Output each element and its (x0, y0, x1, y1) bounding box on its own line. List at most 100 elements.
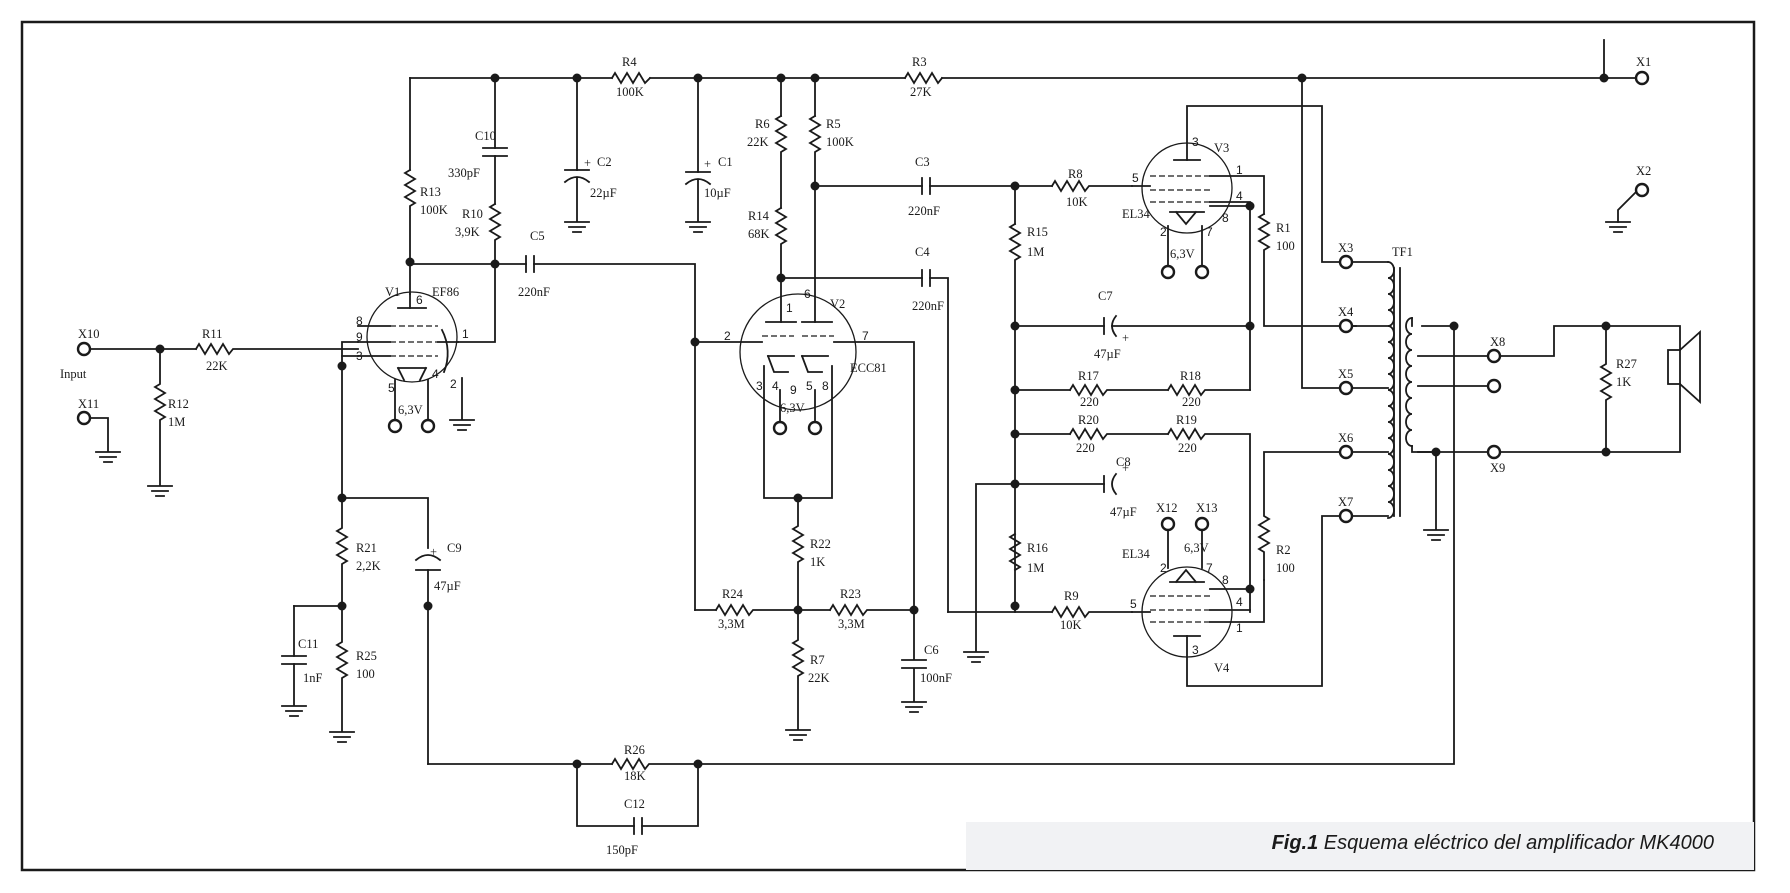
r14-label: R14 (748, 209, 770, 223)
r5-label: R5 (826, 117, 841, 131)
c2-label: C2 (597, 155, 612, 169)
c8-label: C8 (1116, 455, 1131, 469)
v2-pin4: 4 (772, 379, 779, 393)
v2-pin5: 5 (806, 379, 813, 393)
terminal-x3 (1338, 254, 1354, 270)
v4-pin3: 3 (1192, 643, 1199, 657)
capacitor-c7: C7 47µF + (1094, 289, 1129, 361)
capacitor-c11: C11 1nF (281, 637, 323, 685)
r7-label: R7 (810, 653, 825, 667)
v1-pin6: 6 (416, 293, 423, 307)
resistor-r26: R26 18K (610, 323, 1455, 783)
r11-value: 22K (206, 359, 228, 373)
c6-value: 100nF (920, 671, 952, 685)
r10-label: R10 (462, 207, 483, 221)
capacitor-c5: C5 220nF (518, 229, 550, 299)
resistor-r9: R9 10K (1050, 589, 1133, 632)
terminal-x1 (1634, 70, 1650, 86)
frame-border (20, 20, 1756, 872)
resistor-r4: R4 100K (610, 55, 652, 99)
r6-label: R6 (755, 117, 770, 131)
v3-pin2: 2 (1160, 225, 1167, 239)
r19-label: R19 (1176, 413, 1197, 427)
r3-value: 27K (910, 85, 932, 99)
tube-v2-ecc81: 2 7 1 6 3 4 9 5 8 V2 ECC81 6,3V (693, 287, 915, 611)
x9-label: X9 (1490, 461, 1505, 475)
c10-value: 330pF (448, 166, 480, 180)
v1-pin2: 2 (450, 377, 457, 391)
r6-value: 22K (747, 135, 769, 149)
r14-value: 68K (748, 227, 770, 241)
v2-heater: 6,3V (780, 401, 805, 415)
x3-label: X3 (1338, 241, 1353, 255)
c8-value: 47µF (1110, 505, 1137, 519)
resistor-r5: R5 100K (808, 114, 854, 187)
resistor-r8: R8 10K (1050, 167, 1133, 209)
x8-label: X8 (1490, 335, 1505, 349)
r18-label: R18 (1180, 369, 1201, 383)
terminals-x3-x7: X3 X4 X5 X6 X7 (1338, 241, 1354, 524)
c12-label: C12 (624, 797, 645, 811)
v2-pin7: 7 (862, 329, 869, 343)
capacitor-c2: + C2 22µF (563, 155, 617, 200)
c7-label: C7 (1098, 289, 1113, 303)
input-label: Input (60, 367, 87, 381)
v3-pin3: 3 (1192, 135, 1199, 149)
b-plus-rail (409, 39, 1609, 79)
v2-type: ECC81 (850, 361, 887, 375)
tube-v4-el34: 5 3 1 4 8 2 7 V4 EL34 6,3V X12 X13 (1122, 501, 1341, 687)
r27-value: 1K (1616, 375, 1631, 389)
r16-label: R16 (1027, 541, 1048, 555)
capacitor-c8: C8 47µF + (1103, 455, 1137, 519)
x4-label: X4 (1338, 305, 1354, 319)
r24-label: R24 (722, 587, 744, 601)
r25-label: R25 (356, 649, 377, 663)
resistor-r6: R6 22K (747, 114, 788, 209)
v3-pin5: 5 (1132, 171, 1139, 185)
r26-label: R26 (624, 743, 645, 757)
r9-value: 10K (1060, 618, 1082, 632)
r20-label: R20 (1078, 413, 1099, 427)
terminal-x6 (1338, 444, 1354, 460)
r20-value: 220 (1076, 441, 1095, 455)
v1-pin5: 5 (388, 381, 395, 395)
v3-heater: 6,3V (1170, 247, 1195, 261)
c4-value: 220nF (912, 299, 944, 313)
capacitor-c9: + C9 47µF (414, 541, 462, 593)
terminal-x5 (1338, 380, 1354, 396)
r18-value: 220 (1182, 395, 1201, 409)
x13-label: X13 (1196, 501, 1218, 515)
r1-value: 100 (1276, 239, 1295, 253)
r1-label: R1 (1276, 221, 1291, 235)
tube-v3-el34: 5 3 1 4 8 2 7 V3 EL34 6,3V (1122, 105, 1341, 280)
v3-pin4: 4 (1236, 189, 1243, 203)
x12-label: X12 (1156, 501, 1178, 515)
r8-value: 10K (1066, 195, 1088, 209)
r23-label: R23 (840, 587, 861, 601)
v1-heater: 6,3V (398, 403, 423, 417)
v2-pin2: 2 (724, 329, 731, 343)
v1-pin3: 3 (356, 349, 363, 363)
c8-plus: + (1122, 461, 1129, 475)
v4-heater: 6,3V (1184, 541, 1209, 555)
c5-label: C5 (530, 229, 545, 243)
capacitor-c12: C12 150pF (606, 797, 645, 857)
v2-pin3: 3 (756, 379, 763, 393)
r21-label: R21 (356, 541, 377, 555)
capacitor-c4: C4 220nF (912, 245, 944, 313)
v1-pin4: 4 (432, 367, 439, 381)
tf1-label: TF1 (1392, 245, 1413, 259)
resistor-r16: R16 1M (1008, 532, 1048, 575)
r11-label: R11 (202, 327, 222, 341)
r15-label: R15 (1027, 225, 1048, 239)
x1-label: X1 (1636, 55, 1651, 69)
r22-label: R22 (810, 537, 831, 551)
x5-label: X5 (1338, 367, 1353, 381)
v1-pin9: 9 (356, 330, 363, 344)
c3-label: C3 (915, 155, 930, 169)
v4-label: V4 (1214, 661, 1230, 675)
c12-value: 150pF (606, 843, 638, 857)
v4-pin2: 2 (1160, 561, 1167, 575)
resistor-r23: R23 3,3M (828, 587, 915, 631)
